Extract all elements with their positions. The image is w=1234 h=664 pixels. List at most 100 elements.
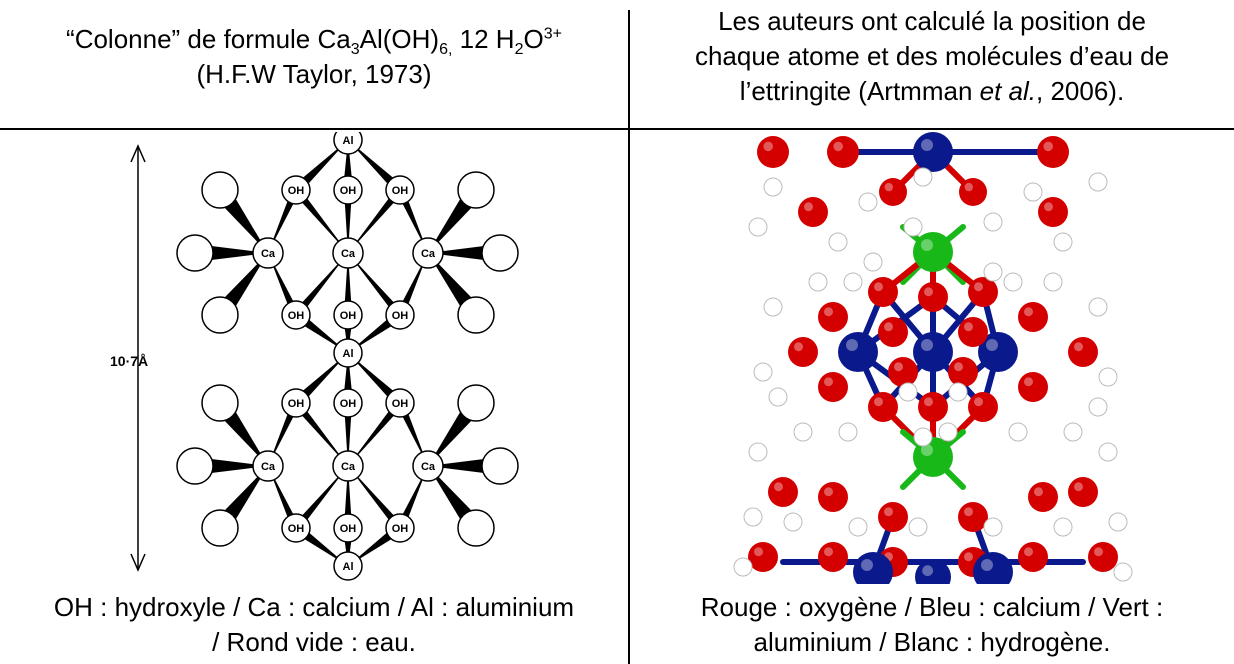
- oxygen-atom: [818, 302, 848, 332]
- oxygen-atom: [1018, 542, 1048, 572]
- bond-wedge: [344, 190, 352, 253]
- hydrogen-atom: [913, 427, 933, 447]
- atom-highlight: [1074, 342, 1083, 352]
- oxygen-atom: [878, 317, 908, 347]
- water-circle: [176, 234, 214, 272]
- bond-wedge: [396, 466, 428, 530]
- atom-highlight: [1094, 547, 1103, 557]
- header-left-text: O: [523, 24, 544, 54]
- subscript: 2: [514, 41, 524, 59]
- hydroxyl-atom-label: OH: [392, 185, 409, 197]
- subscript: 3: [350, 41, 360, 59]
- hydrogen-atom: [838, 422, 858, 442]
- oxygen-atom: [879, 178, 907, 206]
- oxygen-atom: [1088, 542, 1118, 572]
- oxygen-atom: [868, 392, 898, 422]
- atom-highlight: [763, 141, 773, 152]
- oxygen-atom: [818, 482, 848, 512]
- calcium-atom: [332, 450, 364, 482]
- hydroxyl-atom-label: OH: [288, 185, 305, 197]
- bond-wedge: [268, 188, 300, 253]
- atom-highlight: [894, 362, 903, 372]
- bond-wedge: [348, 253, 404, 318]
- ettringite-ball-stick-model: [728, 132, 1138, 595]
- calcium-atom: [838, 332, 878, 372]
- hydrogen-atom: [1053, 232, 1073, 252]
- calcium-atom: [973, 552, 1013, 592]
- column-divider: [628, 10, 630, 664]
- oxygen-atom: [968, 392, 998, 422]
- atom-highlight: [1043, 141, 1053, 152]
- hydrogen-atom: [1113, 562, 1133, 582]
- atom-highlight: [921, 444, 933, 456]
- hydrogen-atom: [1098, 367, 1118, 387]
- atom-highlight: [1074, 482, 1083, 492]
- atom-highlight: [1034, 487, 1043, 497]
- atom-highlight: [964, 507, 973, 517]
- atom-highlight: [924, 397, 933, 407]
- header-right-line: Les auteurs ont calculé la position de: [718, 6, 1146, 36]
- hydrogen-atom: [983, 517, 1003, 537]
- hydroxyl-atom-label: OH: [288, 523, 305, 535]
- bond-wedge: [348, 187, 404, 253]
- hydroxyl-atom: [281, 388, 311, 418]
- hydrogen-atom: [1063, 422, 1083, 442]
- oxygen-atom: [958, 502, 988, 532]
- hydrogen-atom: [1088, 397, 1108, 417]
- scale-arrow-head-bottom: [130, 553, 146, 572]
- atom-highlight: [964, 322, 973, 332]
- hydrogen-atom: [858, 192, 878, 212]
- header-right: Les auteurs ont calculé la position de c…: [630, 4, 1234, 109]
- oxygen-atom: [757, 136, 789, 168]
- oxygen-atom: [1068, 337, 1098, 367]
- water-circle: [457, 171, 495, 209]
- oxygen-atom: [1018, 302, 1048, 332]
- calcium-atom: [332, 237, 364, 269]
- atoms-group: [733, 132, 1133, 595]
- hydrogen-atom: [743, 507, 763, 527]
- header-left: “Colonne” de formule Ca3Al(OH)6, 12 H2O3…: [0, 22, 628, 92]
- atom-highlight: [824, 377, 833, 387]
- hydrogen-atom: [843, 272, 863, 292]
- header-right-line: l’ettringite (Artmman: [739, 76, 980, 106]
- oxygen-atom: [818, 542, 848, 572]
- hydroxyl-atom-label: OH: [340, 310, 357, 322]
- header-left-text: Al(OH): [359, 24, 440, 54]
- oxygen-atom: [1018, 372, 1048, 402]
- calcium-atom: [412, 237, 444, 269]
- atom-highlight: [954, 362, 963, 372]
- oxygen-atom: [1068, 477, 1098, 507]
- oxygen-atom: [798, 197, 828, 227]
- hydrogen-atom: [983, 212, 1003, 232]
- oxygen-atom: [959, 178, 987, 206]
- oxygen-atom: [958, 317, 988, 347]
- hydroxyl-atom: [385, 513, 415, 543]
- calcium-atom: [853, 552, 893, 592]
- atom-highlight: [884, 507, 893, 517]
- hydrogen-atom: [783, 512, 803, 532]
- calcium-atom-label: Ca: [261, 248, 276, 260]
- hydroxyl-atom-label: OH: [288, 310, 305, 322]
- hydroxyl-atom-label: OH: [392, 523, 409, 535]
- hydrogen-atom: [763, 177, 783, 197]
- oxygen-atom: [788, 337, 818, 367]
- atom-highlight: [874, 282, 883, 292]
- hydrogen-atom: [1053, 517, 1073, 537]
- hydrogen-atom: [863, 252, 883, 272]
- hydroxyl-atom: [385, 300, 415, 330]
- oxygen-atom: [1028, 482, 1058, 512]
- calcium-atom-label: Ca: [421, 461, 436, 473]
- hydroxyl-atom: [333, 175, 363, 205]
- hydrogen-atom: [1108, 512, 1128, 532]
- atom-highlight: [1024, 307, 1033, 317]
- hydrogen-atom: [733, 557, 753, 577]
- hydroxyl-atom-label: OH: [288, 398, 305, 410]
- atom-highlight: [824, 307, 833, 317]
- water-circle: [481, 447, 519, 485]
- aluminium-atom-label: Al: [343, 348, 354, 360]
- hydroxyl-atom: [385, 175, 415, 205]
- bond-wedge: [268, 466, 300, 530]
- hydrogen-atom: [808, 272, 828, 292]
- aluminium-atom-label: Al: [343, 135, 354, 147]
